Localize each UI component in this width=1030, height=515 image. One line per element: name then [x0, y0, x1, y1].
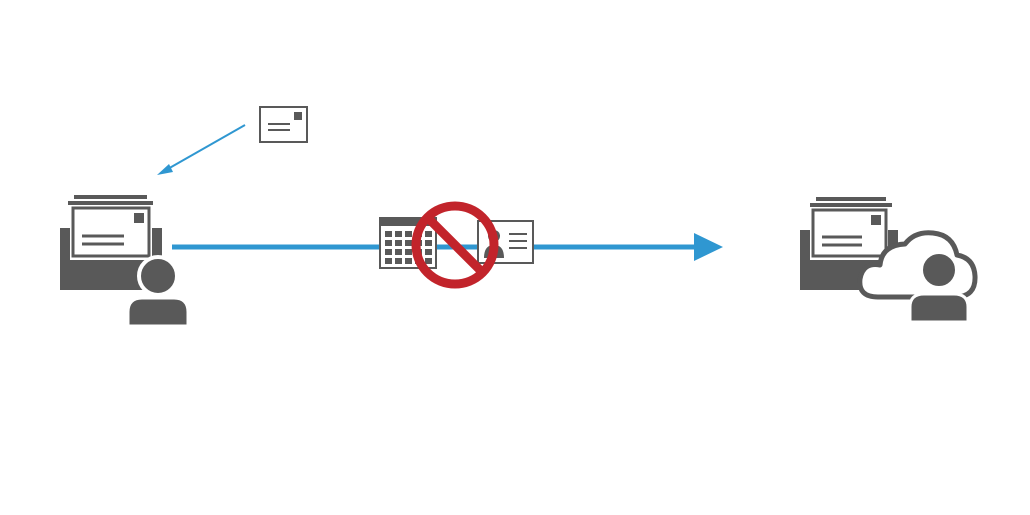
envelope-icon — [811, 208, 888, 258]
user-icon — [126, 255, 190, 328]
local-user-mailbox — [60, 195, 190, 328]
user-icon — [908, 250, 970, 324]
calendar-icon — [379, 217, 437, 269]
prohibited-icon — [411, 201, 499, 289]
contact-card-icon — [477, 220, 534, 264]
envelope-icon — [259, 106, 308, 143]
incoming-mail-arrow — [157, 124, 246, 175]
inbox-tray-icon — [60, 195, 162, 290]
envelope-icon — [71, 206, 151, 258]
cloud-user-mailbox — [800, 197, 978, 324]
